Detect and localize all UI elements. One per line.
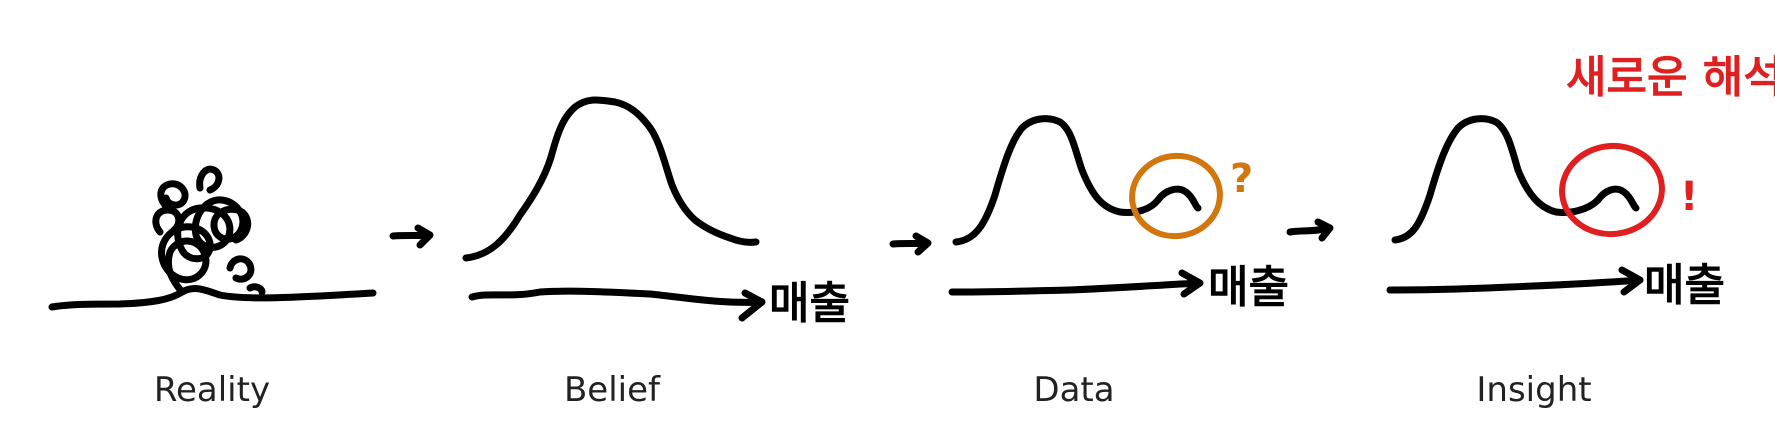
insight-axis — [1386, 266, 1644, 296]
stage-arrow-2 — [889, 232, 932, 256]
insight-highlight-circle — [1559, 142, 1665, 238]
insight-axis-label: 매출 — [1644, 260, 1725, 311]
data-axis — [948, 269, 1204, 298]
stage-label-insight: Insight — [1476, 370, 1592, 410]
reality-baseline — [48, 285, 377, 311]
insight-new-interpretation-note: 새로운 해석 — [1566, 52, 1775, 103]
belief-curve — [462, 96, 760, 262]
insight-sketch: 매출 ! 새로운 해석 — [1386, 52, 1775, 311]
insight-curve — [1391, 115, 1640, 244]
data-highlight-circle — [1129, 152, 1223, 240]
data-curve — [952, 115, 1202, 246]
belief-axis-label: 매출 — [769, 278, 850, 329]
reality-tangle — [152, 165, 266, 296]
stage-label-reality: Reality — [153, 370, 271, 410]
stage-arrow-3 — [1286, 218, 1334, 242]
stage-arrow-1 — [389, 224, 434, 249]
data-axis-label: 매출 — [1208, 262, 1289, 313]
data-question-mark: ? — [1230, 156, 1253, 202]
data-sketch: 매출 ? — [948, 115, 1289, 313]
stage-label-data: Data — [1033, 370, 1115, 410]
belief-sketch: 매출 — [462, 96, 850, 329]
reality-sketch — [48, 165, 377, 311]
insight-exclamation-mark: ! — [1680, 174, 1698, 220]
stage-label-belief: Belief — [563, 370, 661, 410]
belief-axis — [468, 287, 766, 322]
